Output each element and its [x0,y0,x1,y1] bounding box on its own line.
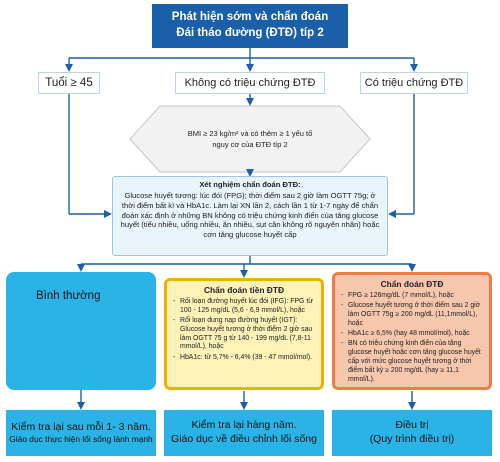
title-line-2: Đái tháo đường (ĐTĐ) típ 2 [176,27,324,39]
prediabetes-item-igt: Rối loạn dung nạp đường huyết (IGT): Glu… [173,317,315,352]
diabetes-item-hba1c: HbA1c ≥ 6,5% (hay 48 mmol/mol), hoặc [341,330,483,339]
bmi-criteria: BMI ≥ 23 kg/m² và có thêm ≥ 1 yếu tố ngu… [140,106,360,172]
test-body: Glucose huyết tương: lúc đói (FPG); thời… [120,190,380,240]
diagram-title: Phát hiện sớm và chẩn đoán Đái tháo đườn… [152,4,348,48]
outcome-normal-main: Kiểm tra lại sau mỗi 1- 3 năm. [11,420,151,433]
branch-symptom: Có triệu chứng ĐTĐ [360,72,468,94]
bmi-decision-shape [129,105,371,173]
diabetes-box: Chẩn đoán ĐTĐ FPG ≥ 126mg/dL (7 mmol/L),… [332,272,492,390]
prediabetes-box: Chẩn đoán tiền ĐTĐ Rối loạn đường huyết … [164,278,324,390]
outcome-diabetes: Điều trị (Quy trình điều trị) [332,410,492,456]
outcome-pre-sub: Giáo dục về điều chỉnh lối sống [171,433,317,445]
outcome-pre-main: Kiểm tra lại hàng năm. [191,419,297,432]
diabetes-title: Chẩn đoán ĐTĐ [380,279,444,289]
diabetes-item-fpg: FPG ≥ 126mg/dL (7 mmol/L), hoặc [341,292,483,301]
outcome-dm-main: Điều trị [395,419,429,432]
normal-label: Bình thường [36,290,101,302]
bmi-line-1: BMI ≥ 23 kg/m² và có thêm ≥ 1 yếu tố [187,128,313,138]
diagnostic-test-box: Xét nghiệm chẩn đoán ĐTĐ: Glucose huyết … [112,176,388,256]
prediabetes-title: Chẩn đoán tiền ĐTĐ [203,285,285,295]
diabetes-item-symptoms: BN có triệu chứng kinh điển của tăng glu… [341,340,483,384]
branch-no-symptom: Không có triệu chứng ĐTĐ [175,72,325,94]
branch-age: Tuổi ≥ 45 [38,72,100,94]
outcome-dm-sub: (Quy trình điều trị) [369,433,455,445]
outcome-prediabetes: Kiểm tra lại hàng năm. Giáo dục về điều … [164,410,324,456]
title-line-1: Phát hiện sớm và chẩn đoán [171,11,329,24]
outcome-normal-sub: Giáo dục thực hiện lối sống lành mạnh [9,434,153,445]
prediabetes-item-hba1c: HbA1c: từ 5,7% - 6,4% (39 - 47 mmol/mol)… [173,354,315,363]
diabetes-item-ogtt: Glucose huyết tương ở thời điểm sau 2 gi… [341,302,483,328]
outcome-normal: Kiểm tra lại sau mỗi 1- 3 năm. Giáo dục … [6,410,156,456]
bmi-line-2: nguy cơ của ĐTĐ típ 2 [212,140,288,149]
prediabetes-item-ifg: Rối loạn đường huyết lúc đói (IFG): FPG … [173,298,315,316]
normal-result-box: Bình thường [6,272,156,390]
test-title: Xét nghiệm chẩn đoán ĐTĐ: [199,180,301,189]
